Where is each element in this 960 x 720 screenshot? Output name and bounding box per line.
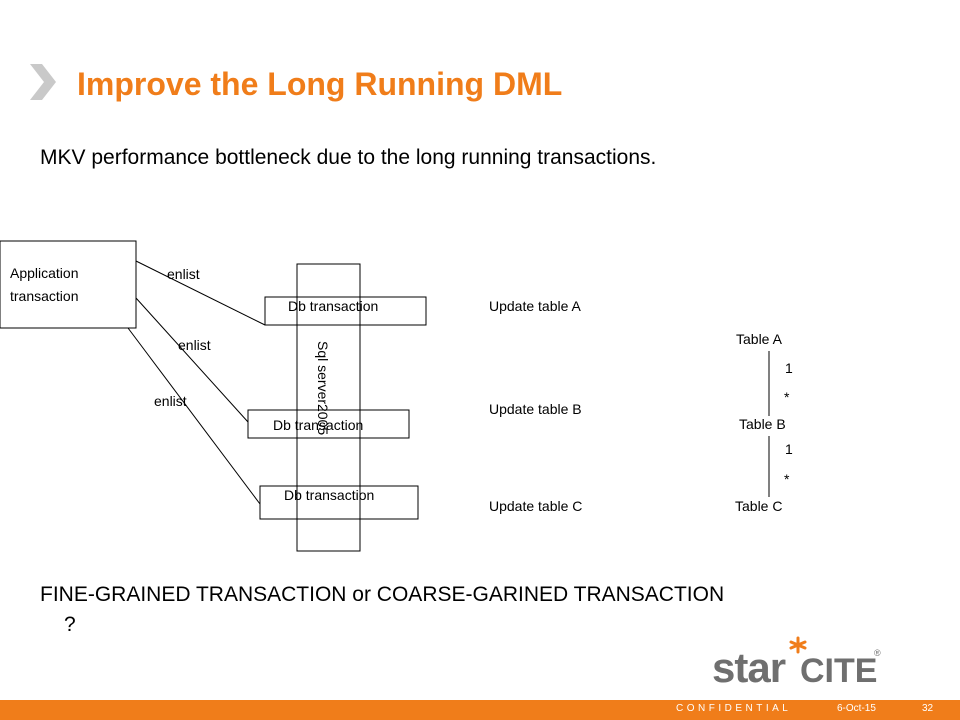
- enlist-label: enlist: [167, 266, 200, 282]
- logo-text-cite: CITE: [800, 652, 877, 688]
- multiplicity-label: *: [784, 471, 790, 487]
- footer-bar: [0, 700, 960, 720]
- multiplicity-label: *: [784, 389, 790, 405]
- question-line-2: ?: [64, 613, 76, 636]
- footer-confidential: CONFIDENTIAL: [676, 703, 792, 714]
- asterisk-icon: [789, 636, 807, 654]
- footer-date: 6-Oct-15: [837, 703, 876, 714]
- enlist-line-2: [135, 297, 249, 423]
- table-label: Table B: [739, 416, 786, 432]
- db-transaction-label: Db transaction: [273, 417, 363, 433]
- app-transaction-label-2: transaction: [10, 288, 78, 304]
- table-label: Table C: [735, 498, 782, 514]
- multiplicity-label: 1: [785, 441, 793, 457]
- update-label: Update table B: [489, 401, 582, 417]
- db-transaction-box-3: [259, 485, 419, 520]
- logo-registered-mark: ®: [874, 648, 881, 658]
- starcite-logo: star CITE ®: [712, 636, 881, 688]
- db-transaction-box-1: [264, 296, 427, 326]
- sql-server-box: [296, 263, 361, 552]
- slide-title: Improve the Long Running DML: [77, 66, 563, 102]
- chevron-right-icon: [30, 64, 56, 100]
- enlist-label: enlist: [154, 393, 187, 409]
- multiplicity-label: 1: [785, 360, 793, 376]
- db-transaction-box-2: [247, 409, 410, 439]
- application-transaction-box: [0, 240, 137, 329]
- enlist-line-1: [135, 260, 266, 326]
- logo-text-star: star: [712, 644, 786, 688]
- table-label: Table A: [736, 331, 783, 347]
- sql-server-label: Sql server2005: [315, 341, 331, 435]
- question-line-1: FINE-GRAINED TRANSACTION or COARSE-GARIN…: [40, 583, 725, 606]
- slide-subtitle: MKV performance bottleneck due to the lo…: [40, 146, 657, 169]
- update-label: Update table A: [489, 298, 582, 314]
- db-transaction-label: Db transaction: [284, 487, 374, 503]
- update-label: Update table C: [489, 498, 582, 514]
- enlist-label: enlist: [178, 337, 211, 353]
- app-transaction-label-1: Application: [10, 265, 79, 281]
- db-transaction-label: Db transaction: [288, 298, 378, 314]
- footer-page-number: 32: [922, 703, 934, 714]
- enlist-line-3: [127, 327, 261, 505]
- closing-question: FINE-GRAINED TRANSACTION or COARSE-GARIN…: [40, 580, 940, 640]
